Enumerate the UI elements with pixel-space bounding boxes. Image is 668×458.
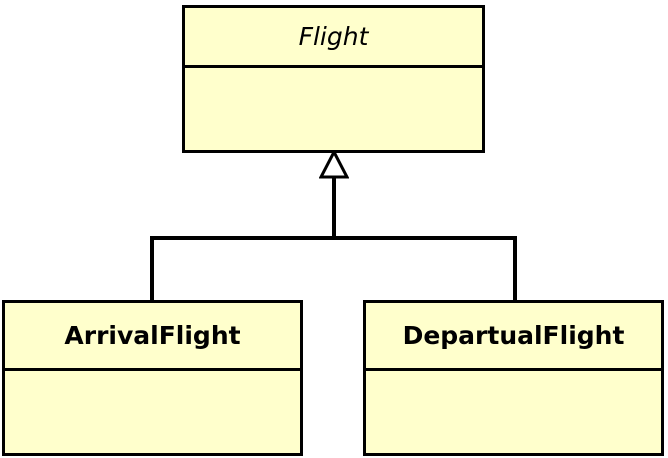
generalization-drop-to-departual-flight <box>513 236 517 302</box>
class-attributes-compartment-departual-flight <box>366 371 661 453</box>
class-box-arrival-flight[interactable]: ArrivalFlight <box>2 300 303 456</box>
class-attributes-compartment-arrival-flight <box>5 371 300 453</box>
class-name-label-flight: Flight <box>298 22 369 51</box>
class-box-flight[interactable]: Flight <box>182 5 485 153</box>
generalization-bar-horizontal <box>150 236 517 240</box>
hollow-triangle-icon <box>319 149 349 179</box>
generalization-stem-vertical <box>332 176 336 240</box>
class-name-compartment-flight: Flight <box>185 8 482 68</box>
class-name-compartment-departual-flight: DepartualFlight <box>366 303 661 371</box>
class-name-compartment-arrival-flight: ArrivalFlight <box>5 303 300 371</box>
generalization-drop-to-arrival-flight <box>150 236 154 302</box>
class-name-label-departual-flight: DepartualFlight <box>402 321 625 350</box>
generalization-triangle-icon <box>319 149 349 179</box>
class-attributes-compartment-flight <box>185 68 482 150</box>
class-box-departual-flight[interactable]: DepartualFlight <box>363 300 664 456</box>
class-name-label-arrival-flight: ArrivalFlight <box>64 321 241 350</box>
